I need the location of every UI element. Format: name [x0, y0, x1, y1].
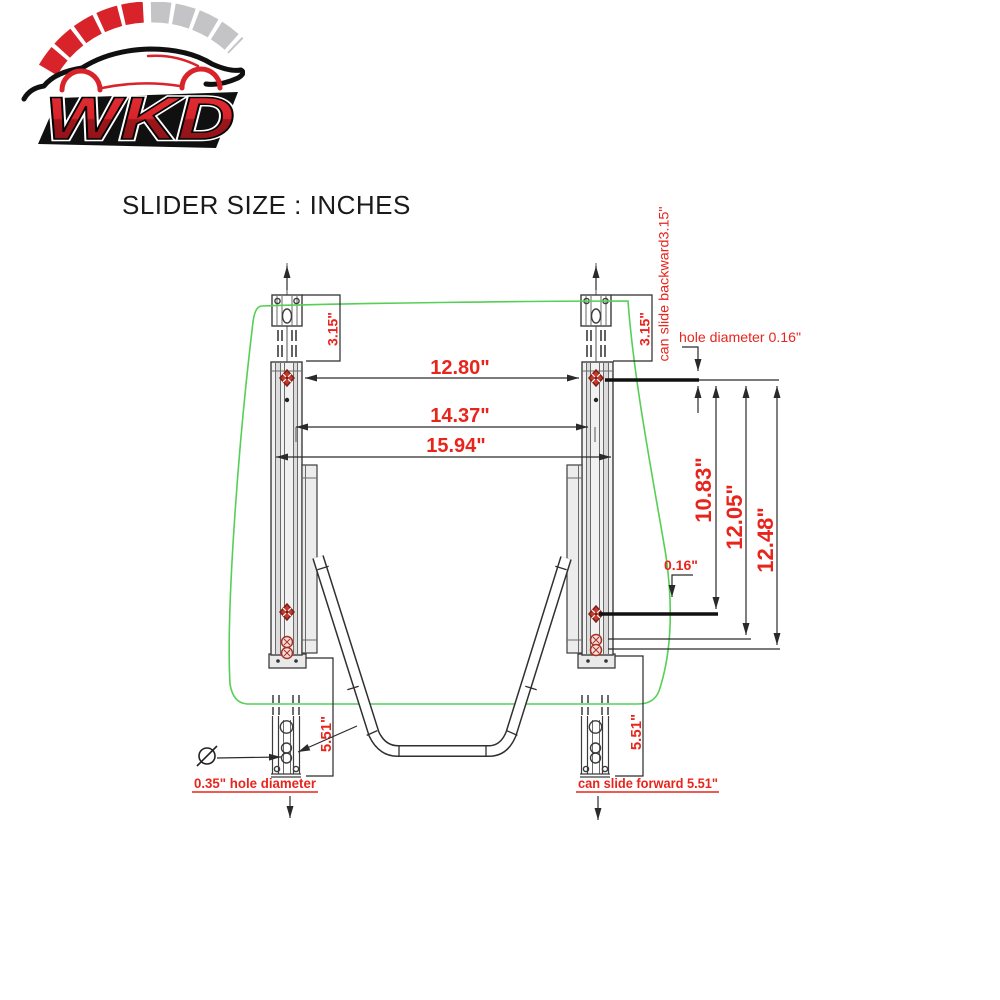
- dim-label-height-2: 12.05": [722, 484, 747, 549]
- dim-label-travel-left: 5.51": [318, 716, 335, 752]
- hole-row-bottom: 0.16": [599, 557, 780, 650]
- note-slide-backward: can slide backward3.15": [655, 206, 671, 361]
- wkd-logo: WKD WKD: [21, 2, 245, 152]
- left-slider-rail: [268, 361, 318, 669]
- top-mount-bracket-left: [271, 263, 303, 362]
- note-hole-diameter-bottom: 0.35" hole diameter: [194, 775, 317, 791]
- brand-text-halo: WKD: [45, 85, 235, 152]
- release-handle-bar: [312, 555, 572, 757]
- bottom-mount-bracket-left: [271, 695, 301, 778]
- dim-label-height-3: 12.48": [753, 507, 778, 572]
- dim-label-left-offset: 3.15": [324, 312, 340, 346]
- dim-label-width-middle: 14.37": [430, 405, 490, 427]
- car-silhouette: [21, 46, 245, 102]
- dim-label-height-1: 10.83": [691, 457, 716, 522]
- note-slide-forward: can slide forward 5.51": [578, 775, 718, 791]
- hole-row-top: hole diameter 0.16": [605, 329, 801, 413]
- note-slide-forward-group: can slide forward 5.51": [576, 775, 719, 793]
- dim-label-right-offset: 3.15": [636, 312, 652, 346]
- top-mount-bracket-right: [580, 263, 612, 362]
- dim-width-middle: 14.37": [295, 405, 596, 442]
- bottom-mount-bracket-right: [580, 695, 610, 778]
- right-seat-bracket: [566, 464, 583, 654]
- dim-travel-right: 5.51": [594, 655, 645, 820]
- dim-width-inner: 12.80": [305, 357, 579, 382]
- dim-height-3: 12.48": [753, 386, 781, 645]
- right-slider-rail: [566, 361, 616, 669]
- note-hole-diameter-small: 0.16": [664, 557, 698, 573]
- dim-label-travel-right: 5.51": [628, 714, 645, 750]
- brand-text: WKD: [45, 85, 235, 152]
- dim-label-width-outer: 15.94": [426, 435, 486, 457]
- diameter-symbol-icon: [198, 747, 216, 765]
- callout-bottom-hole: 0.35" hole diameter: [192, 725, 358, 793]
- dim-label-width-inner: 12.80": [430, 357, 490, 379]
- dim-height-1: 10.83": [691, 386, 720, 609]
- dim-height-2: 12.05": [722, 386, 750, 635]
- seat-base-outline: [228, 300, 672, 705]
- dim-width-outer: 15.94": [276, 435, 611, 461]
- speedometer-arc: [38, 2, 244, 76]
- dim-travel-left: 5.51": [286, 657, 335, 818]
- brand-wordmark: WKD WKD: [38, 83, 238, 152]
- dim-bracket-offset-left: 3.15": [302, 294, 341, 362]
- dim-bracket-offset-right: 3.15" can slide backward3.15": [611, 206, 671, 362]
- page-title: SLIDER SIZE : INCHES: [122, 190, 411, 220]
- note-hole-diameter-top: hole diameter 0.16": [679, 329, 801, 345]
